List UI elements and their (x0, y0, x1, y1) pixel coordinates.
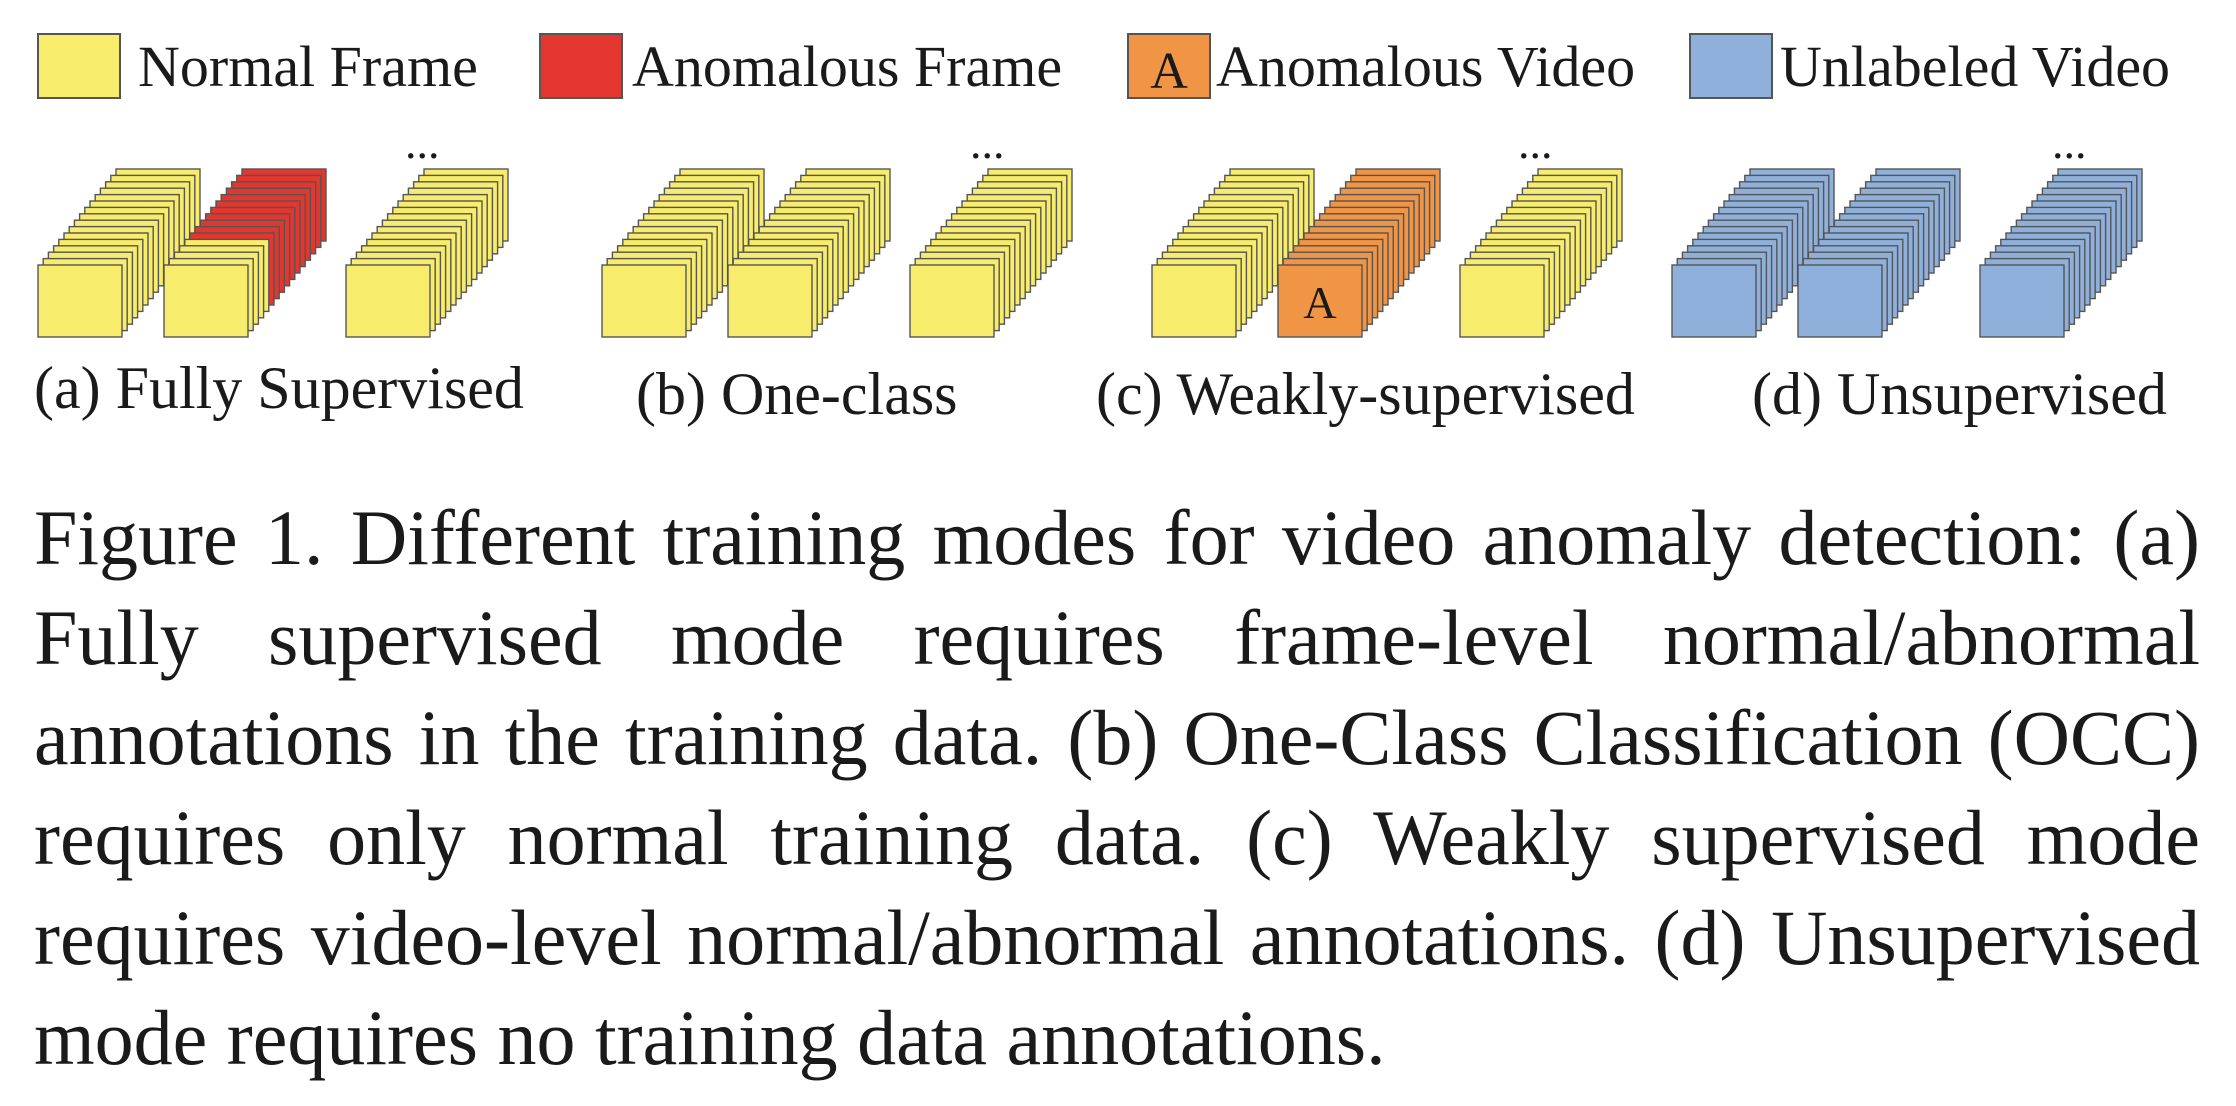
legend-anomalous-video-label: Anomalous Video (1216, 34, 1635, 99)
legend-normal-swatch (37, 33, 121, 99)
legend-anomalous-frame-swatch (539, 33, 623, 99)
caption-text: Figure 1. Different training modes for v… (34, 494, 2200, 1081)
panel-c-video-3 (1459, 168, 1623, 338)
panel-b-video-2 (727, 168, 891, 338)
video-frame (345, 264, 431, 338)
video-frame (601, 264, 687, 338)
video-frame (1979, 264, 2065, 338)
legend-anomalous-video-swatch (1127, 33, 1211, 99)
panel-b-video-1 (601, 168, 765, 338)
video-frame (1151, 264, 1237, 338)
video-frame (37, 264, 123, 338)
frame-stacks: A (37, 168, 2143, 338)
panel-c-ellipsis: ... (1518, 117, 1553, 168)
video-frame (1277, 264, 1363, 338)
panel-d-video-2 (1797, 168, 1961, 338)
panel-d-video-1 (1671, 168, 1835, 338)
legend-normal-label: Normal Frame (138, 34, 478, 99)
video-frame (909, 264, 995, 338)
panel-a-video-1 (37, 168, 201, 338)
legend-unlabeled-swatch (1689, 33, 1773, 99)
panel-b-video-3 (909, 168, 1073, 338)
anomalous-video-marker: A (1303, 277, 1336, 328)
training-modes-figure: Normal Frame Anomalous Frame A Anomalous… (34, 33, 2170, 427)
panel-d-label: (d) Unsupervised (1752, 361, 2167, 427)
video-frame (1797, 264, 1883, 338)
legend-unlabeled-label: Unlabeled Video (1780, 34, 2170, 99)
figure-caption: Figure 1. Different training modes for v… (34, 488, 2200, 1088)
panel-a-video-2 (163, 168, 327, 338)
legend-anomalous-frame-label: Anomalous Frame (632, 34, 1062, 99)
panel-a-video-3 (345, 168, 509, 338)
panel-c-video-2: A (1277, 168, 1441, 338)
video-frame (727, 264, 813, 338)
video-frame (163, 264, 249, 338)
legend-anomalous-video-marker: A (1150, 43, 1188, 100)
panel-a-ellipsis: ... (405, 117, 440, 168)
video-frame (1459, 264, 1545, 338)
panel-d-ellipsis: ... (2052, 117, 2087, 168)
panel-d-video-3 (1979, 168, 2143, 338)
panel-a-label: (a) Fully Supervised (34, 355, 524, 421)
panel-c-video-1 (1151, 168, 1315, 338)
panel-b-ellipsis: ... (970, 117, 1005, 168)
panel-c-label: (c) Weakly-supervised (1096, 361, 1635, 427)
video-frame (1671, 264, 1757, 338)
panel-b-label: (b) One-class (636, 361, 958, 427)
legend: Normal Frame Anomalous Frame A Anomalous… (37, 33, 2170, 100)
